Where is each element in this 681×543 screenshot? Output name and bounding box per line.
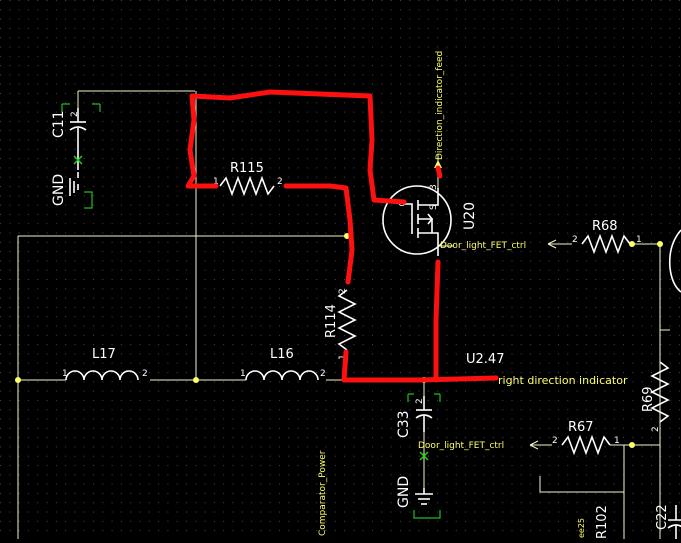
pin-label: 2 <box>277 177 283 187</box>
junction-dot <box>657 241 663 247</box>
r102-label: R102 <box>595 505 610 539</box>
pin-label: 2 <box>338 288 348 294</box>
l16-label: L16 <box>270 347 294 362</box>
resistor-r67[interactable]: R67 2 1 <box>552 420 620 456</box>
junction-dot <box>193 377 199 383</box>
pin-label: 2 <box>572 235 578 245</box>
no-connect-marker <box>419 451 429 461</box>
inductor-l17[interactable]: L17 1 2 <box>62 347 148 381</box>
right-indicator-label: right direction indicator <box>498 374 628 387</box>
resistor-r115[interactable]: R115 1 2 <box>213 161 283 197</box>
resistor-r68[interactable]: R68 2 1 <box>572 219 642 255</box>
capacitor-c22[interactable]: C22 <box>655 504 681 539</box>
l17-label: L17 <box>92 347 116 362</box>
pin-label: 3 <box>429 184 439 190</box>
gnd-label: GND <box>51 174 67 206</box>
net-label-comparator: Comparator_Power <box>318 450 328 536</box>
pin-label: 2 <box>70 111 80 117</box>
r67-label: R67 <box>568 420 594 435</box>
gnd-label: GND <box>396 476 412 508</box>
red-highlight-path <box>185 89 499 383</box>
pin-label: 2 <box>552 436 558 446</box>
net-door-ctrl-upper[interactable]: Door_light_FET_ctrl <box>440 239 557 251</box>
net-label: Direction_indicator_feed <box>435 51 445 160</box>
partial-component-right <box>668 229 681 293</box>
capacitor-c11[interactable]: C11 2 <box>51 103 101 170</box>
net-door-ctrl-lower[interactable]: Door_light_FET_ctrl <box>418 440 539 451</box>
r68-label: R68 <box>592 219 618 234</box>
ground-symbol-bottom: GND <box>396 476 441 519</box>
u2-reference-label: U2.47 <box>466 352 504 367</box>
c22-label: C22 <box>655 504 670 530</box>
pin-label: 1 <box>213 177 219 187</box>
ground-symbol-top: GND <box>51 172 93 209</box>
pin-label: 1 <box>614 436 620 446</box>
c33-label: C33 <box>396 410 412 438</box>
junction-dot <box>629 442 635 448</box>
junction-dot <box>629 241 635 247</box>
pin-label: 1 <box>62 369 68 379</box>
c11-label: C11 <box>51 110 67 138</box>
inductor-l16[interactable]: L16 1 2 <box>240 347 326 381</box>
r69-label: R69 <box>641 386 656 412</box>
net-label-partial: ee25 <box>577 518 586 538</box>
resistor-r69[interactable]: R69 2 <box>641 361 670 432</box>
pin-label: S <box>429 204 439 210</box>
pin-label: 2 <box>320 369 326 379</box>
resistor-r114[interactable]: R114 2 1 <box>324 288 357 360</box>
u20-label: U20 <box>462 202 478 230</box>
junction-dot <box>15 377 21 383</box>
pin-label: 1 <box>636 235 642 245</box>
net-label: Door_light_FET_ctrl <box>440 241 526 251</box>
capacitor-c33[interactable]: C33 2 <box>396 393 441 461</box>
r114-label: R114 <box>324 304 339 338</box>
pin-label: 2 <box>415 398 425 404</box>
pin-label: 2 <box>142 369 148 379</box>
pin-label: 1 <box>240 369 246 379</box>
r115-label: R115 <box>230 161 264 176</box>
net-label: Door_light_FET_ctrl <box>418 441 504 451</box>
pin-label: 2 <box>651 426 661 432</box>
net-direction-feed[interactable]: Direction_indicator_feed <box>434 51 445 168</box>
pin-label: 1 <box>338 354 348 360</box>
no-connect-marker <box>73 155 83 165</box>
